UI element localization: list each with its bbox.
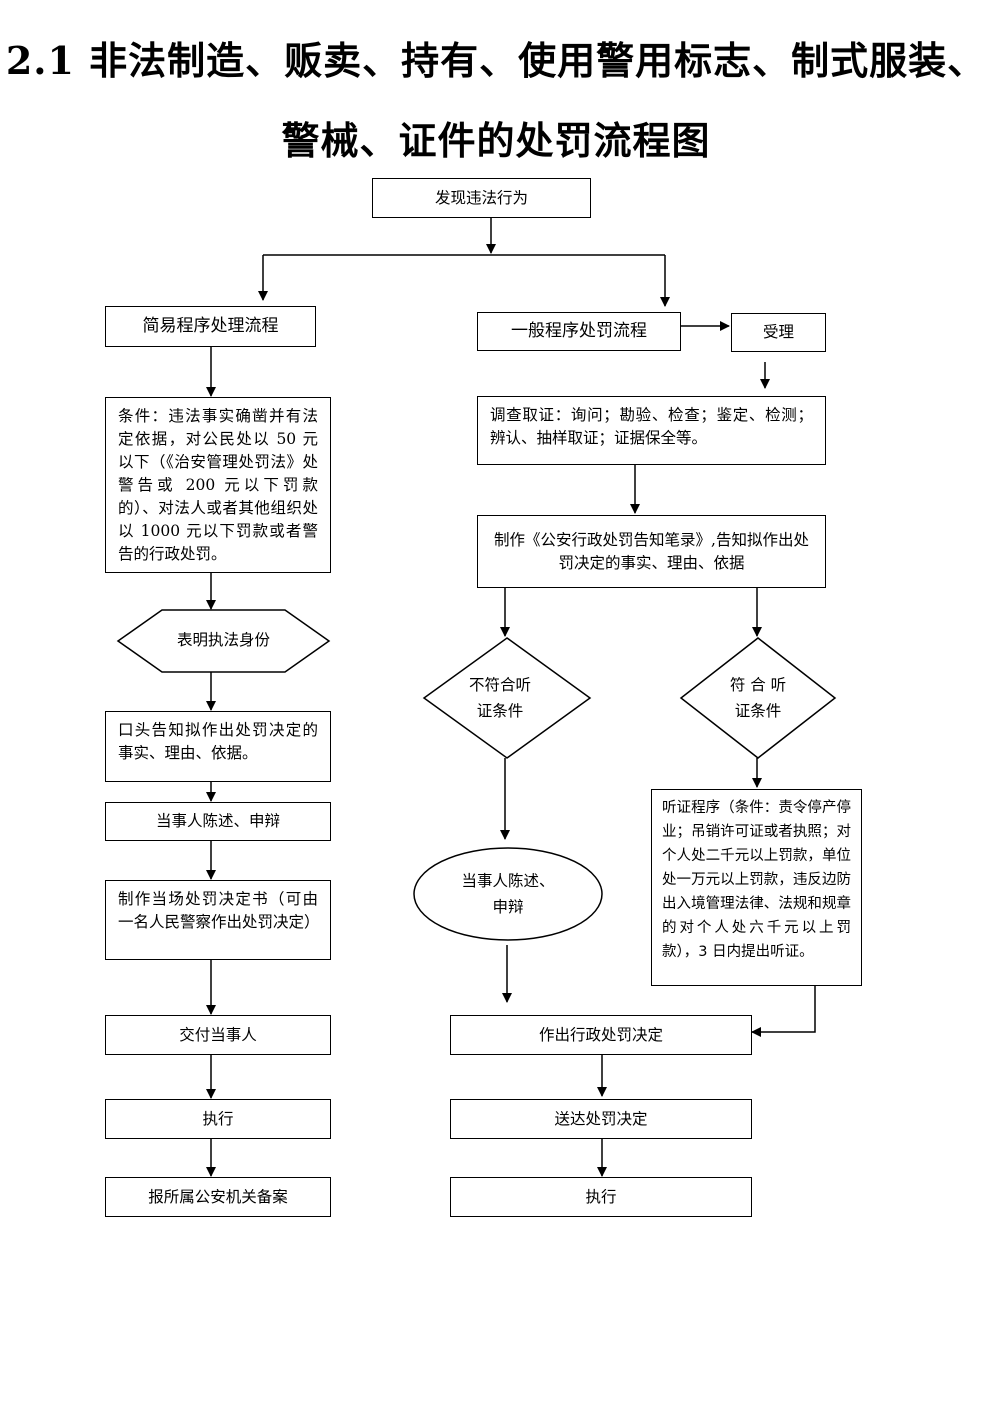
hearing-procedure-box: 听证程序（条件：责令停产停业；吊销许可证或者执照；对个人处二千元以上罚款，单位处…	[651, 789, 862, 986]
general-procedure-header: 一般程序处罚流程	[477, 312, 681, 351]
serve-decision-box: 送达处罚决定	[450, 1099, 752, 1139]
simple-procedure-header: 简易程序处理流程	[105, 306, 316, 347]
execute-right-box: 执行	[450, 1177, 752, 1217]
page-title-line-2: 警械、证件的处罚流程图	[281, 118, 711, 163]
execute-left-box: 执行	[105, 1099, 331, 1139]
not-hearing-label-line-1: 不符合听	[468, 676, 531, 694]
general-statement-ellipse	[413, 847, 603, 941]
identify-label: 表明执法身份	[176, 631, 270, 649]
not-hearing-diamond	[422, 637, 592, 759]
page-title-line-1: 2.1 非法制造、贩卖、持有、使用警用标志、制式服装、	[5, 38, 987, 83]
simple-condition-box: 条件：违法事实确凿并有法定依据，对公民处以 50 元以下（《治安管理处罚法》处警…	[105, 397, 331, 573]
onsite-decision-box: 制作当场处罚决定书（可由一名人民警察作出处罚决定）	[105, 880, 331, 960]
general-statement-label: 当事人陈述、 申辩	[420, 868, 596, 920]
general-statement-line-2: 申辩	[492, 898, 524, 916]
hearing-label-line-1: 符 合 听	[729, 676, 787, 694]
simple-statement-box: 当事人陈述、申辩	[105, 802, 331, 841]
hearing-label-line-2: 证条件	[734, 702, 782, 720]
deliver-box: 交付当事人	[105, 1015, 331, 1055]
oral-notice-box: 口头告知拟作出处罚决定的事实、理由、依据。	[105, 711, 331, 782]
not-hearing-label: 不符合听 证条件	[440, 672, 560, 724]
investigate-box: 调查取证：询问；勘验、检查；鉴定、检测；辨认、抽样取证；证据保全等。	[477, 396, 826, 465]
general-statement-line-1: 当事人陈述、	[461, 872, 555, 890]
make-record-box: 制作《公安行政处罚告知笔录》,告知拟作出处罚决定的事实、理由、依据	[477, 515, 826, 588]
admin-decision-box: 作出行政处罚决定	[450, 1015, 752, 1055]
arrow-procedure-to-decision	[751, 985, 816, 1037]
start-box: 发现违法行为	[372, 178, 591, 218]
accept-box: 受理	[731, 313, 826, 352]
hearing-label: 符 合 听 证条件	[698, 672, 818, 724]
identify-hexagon	[116, 609, 331, 673]
not-hearing-label-line-2: 证条件	[476, 702, 524, 720]
hearing-diamond	[679, 637, 837, 759]
report-box: 报所属公安机关备案	[105, 1177, 331, 1217]
